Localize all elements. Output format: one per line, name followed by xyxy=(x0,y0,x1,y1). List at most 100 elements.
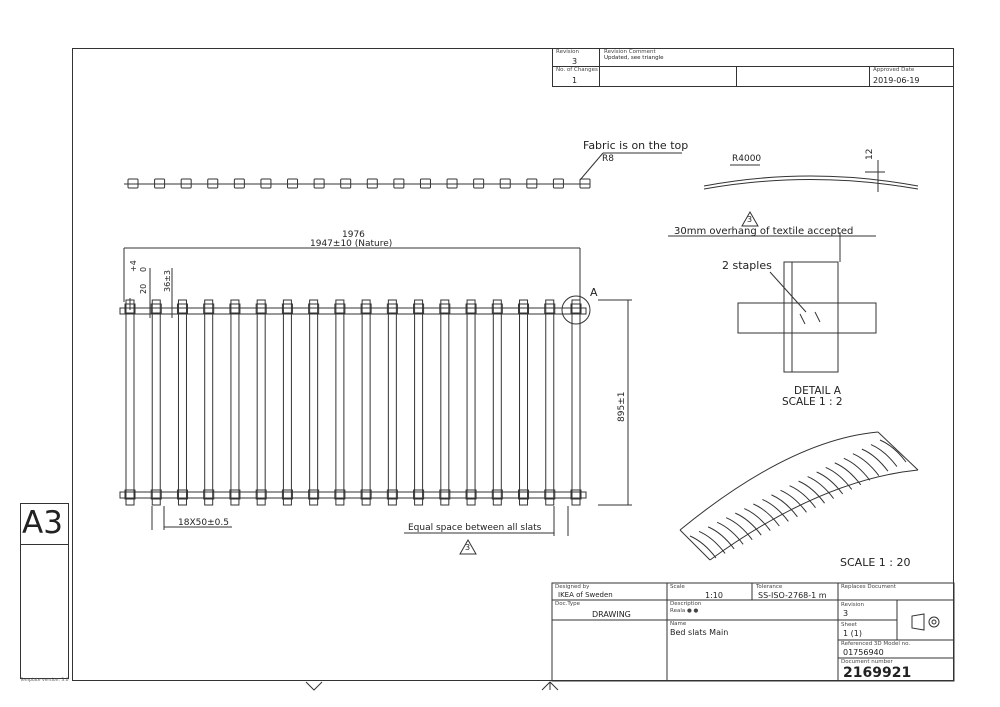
iso-slat xyxy=(716,521,744,545)
slat xyxy=(387,299,397,506)
iso-slat xyxy=(825,466,853,490)
sheet-size-label: A3 xyxy=(22,505,63,541)
iso-slat xyxy=(725,517,753,541)
iso-slat xyxy=(834,462,862,486)
template-version: Template version: 3.0 xyxy=(20,678,69,683)
iso-slat xyxy=(735,512,762,536)
side-slat xyxy=(393,178,405,189)
tolerance-value: SS-ISO-2768-1 m xyxy=(758,591,827,600)
slat-clip xyxy=(150,303,162,314)
slat-clip xyxy=(570,303,582,314)
slat-clip xyxy=(465,489,477,500)
iso-slat xyxy=(807,476,835,499)
changes-label: No. of Changes xyxy=(556,67,598,73)
slat-clip xyxy=(491,303,503,314)
slat-clip xyxy=(518,303,530,314)
description-label: Description xyxy=(670,601,702,607)
side-slat xyxy=(313,178,325,189)
side-slat xyxy=(207,178,219,189)
side-slat xyxy=(260,178,272,189)
slat-clip xyxy=(544,303,556,314)
iso-slat xyxy=(762,498,789,522)
iso-slat xyxy=(780,489,807,513)
iso-slat xyxy=(870,444,898,467)
side-slat xyxy=(526,178,538,189)
drawing-frame xyxy=(72,48,954,681)
slat-clip xyxy=(544,489,556,500)
slat xyxy=(414,299,424,506)
equal-space-note: Equal space between all slats xyxy=(408,523,542,533)
name-label: Name xyxy=(670,621,687,627)
slat xyxy=(204,299,214,506)
side-slat xyxy=(419,178,431,189)
slat xyxy=(519,299,529,506)
fabric-note: Fabric is on the top xyxy=(583,139,689,152)
side-slat xyxy=(446,178,458,189)
radius-r8-label: R8 xyxy=(602,154,614,164)
slat xyxy=(282,299,292,506)
overhang-note: 30mm overhang of textile accepted xyxy=(674,226,854,237)
slat-clip xyxy=(360,489,372,500)
revision-tb-label: Revision xyxy=(841,602,864,608)
slat-clip xyxy=(386,303,398,314)
slat xyxy=(177,299,187,506)
slat-clip xyxy=(334,303,346,314)
slat-clip xyxy=(308,303,320,314)
designed-label: Designed by xyxy=(555,584,590,590)
approved-value: 2019-06-19 xyxy=(873,76,920,85)
iso-slat xyxy=(861,448,889,472)
replaces-label: Replaces Document xyxy=(841,584,896,590)
slat xyxy=(256,299,266,506)
docnum-value: 2169921 xyxy=(843,665,912,681)
revision-value: 3 xyxy=(572,57,578,66)
slat xyxy=(309,299,319,506)
projection-symbol-icon xyxy=(911,613,940,631)
dim-36-label: 36±3 xyxy=(163,270,172,292)
approved-label: Approved Date xyxy=(873,67,915,73)
slat xyxy=(230,299,240,506)
scale-label: Scale xyxy=(670,584,685,590)
slat-clip xyxy=(334,489,346,500)
docnum-label: Document number xyxy=(841,659,893,665)
slat-clip xyxy=(413,489,425,500)
iso-slat xyxy=(852,453,880,477)
iso-slat xyxy=(698,530,726,554)
slat-clip xyxy=(203,489,215,500)
slat-clip xyxy=(518,489,530,500)
triangle-lower-label: 3 xyxy=(465,543,471,552)
detail-scale: SCALE 1 : 2 xyxy=(782,396,843,408)
slat-clip xyxy=(229,303,241,314)
slat-clip xyxy=(176,303,188,314)
slat-clip xyxy=(360,303,372,314)
revision-comment-label: Revision Comment xyxy=(604,49,656,55)
radius-r4000-label: R4000 xyxy=(732,154,762,164)
slat-clip xyxy=(124,489,136,500)
side-view-slats xyxy=(127,178,591,189)
doctype-value: DRAWING xyxy=(592,610,631,619)
iso-scale-label: SCALE 1 : 20 xyxy=(840,556,911,569)
slat-clip xyxy=(229,489,241,500)
side-slat xyxy=(579,178,591,189)
iso-slat xyxy=(816,471,844,495)
side-slat xyxy=(552,178,564,189)
sheet-value: 1 (1) xyxy=(843,629,862,638)
slat-clip xyxy=(570,489,582,500)
scale-value: 1:10 xyxy=(705,591,723,600)
slat xyxy=(466,299,476,506)
slat-clip xyxy=(439,303,451,314)
changes-value: 1 xyxy=(572,76,578,85)
slat xyxy=(361,299,371,506)
slat-clip xyxy=(203,303,215,314)
slat xyxy=(492,299,502,506)
slat-clip xyxy=(281,303,293,314)
triangle-upper-label: 3 xyxy=(747,215,753,224)
side-slat xyxy=(287,178,299,189)
description-value: Reala ● ● xyxy=(670,608,699,614)
sheet-label: Sheet xyxy=(841,622,857,628)
slat xyxy=(125,299,135,506)
slat-clip xyxy=(413,303,425,314)
name-value: Bed slats Main xyxy=(670,628,729,637)
dim-slat-label: 18X50±0.5 xyxy=(178,518,229,528)
side-slat xyxy=(340,178,352,189)
side-slat xyxy=(499,178,511,189)
